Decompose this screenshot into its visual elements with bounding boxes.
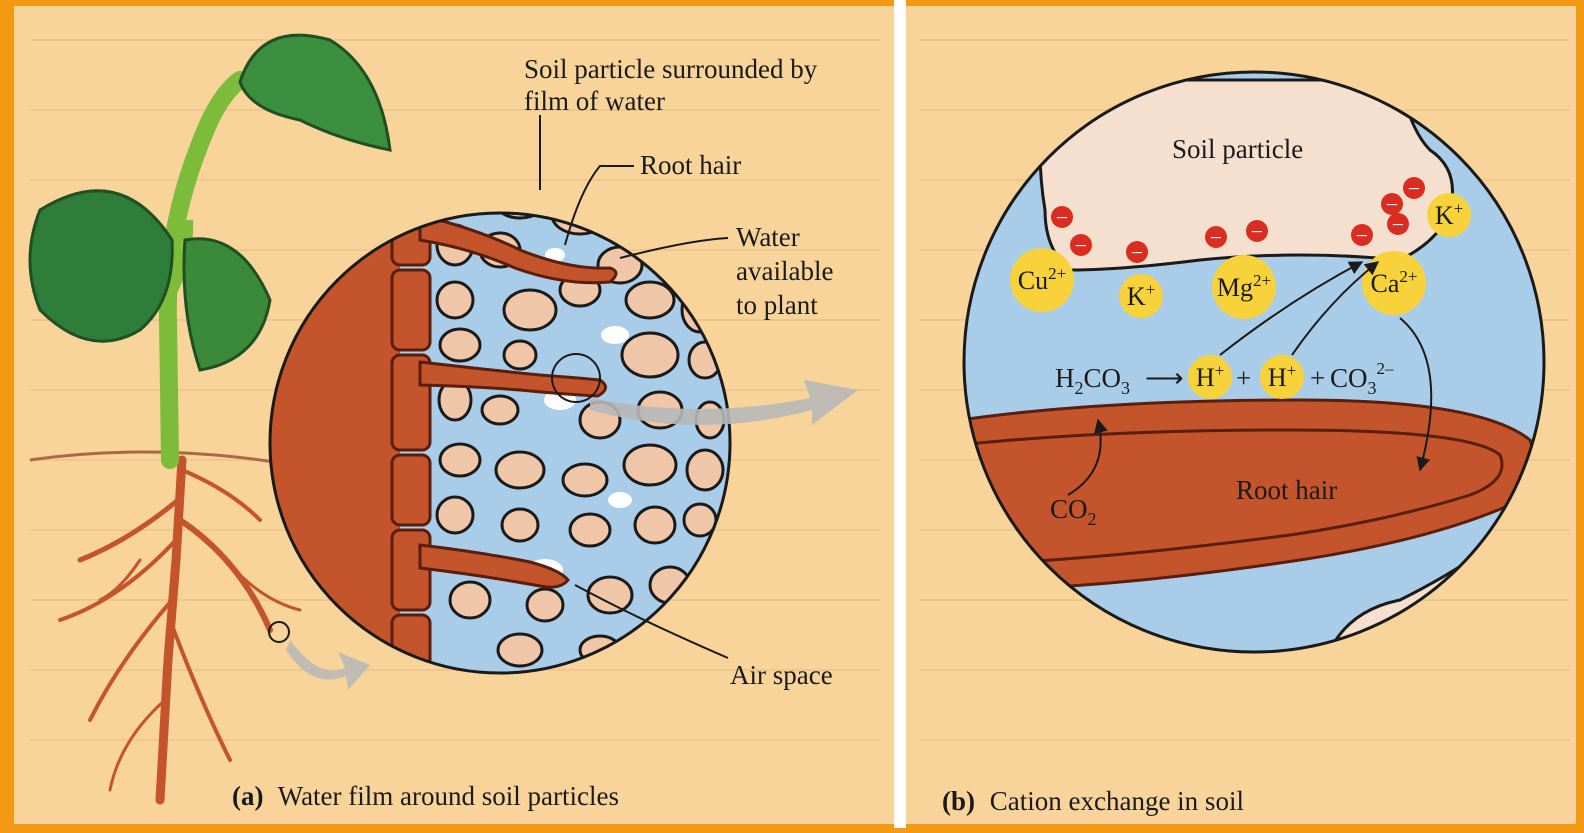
svg-text:−: − [1356,223,1368,248]
leaf-left [30,191,172,341]
label-water-line2: available [736,256,833,286]
caption-b-letter: (b) [942,786,975,816]
caption-a-text: Water film around soil particles [278,781,619,811]
equation-arrow: ⟶ [1145,363,1184,393]
cation-k-1: K+ [1119,274,1163,318]
label-root-hair-a: Root hair [640,150,741,180]
label-soil-particle-line1: Soil particle surrounded by [524,54,818,84]
label-air-space: Air space [730,660,833,690]
cation-k-2: K+ [1427,193,1471,237]
svg-text:−: − [1251,219,1263,244]
label-root-hair-b: Root hair [1236,475,1337,505]
equation-plus-1: + [1236,363,1251,393]
hydrogen-ion-2: H+ [1260,355,1304,399]
label-soil-particle-b: Soil particle [1172,134,1303,164]
svg-text:−: − [1056,205,1068,230]
caption-a: (a) Water film around soil particles [232,781,619,811]
cation-ca: Ca2+ [1362,251,1426,315]
equation-h2co3: H2CO3 [1055,363,1130,398]
caption-b-text: Cation exchange in soil [990,786,1244,816]
svg-text:−: − [1386,192,1398,217]
cation-mg: Mg2+ [1212,255,1276,319]
panel-divider [894,0,906,828]
hydrogen-ion-1: H+ [1188,355,1232,399]
svg-text:−: − [1408,176,1420,201]
svg-text:−: − [1131,240,1143,265]
cation-cu: Cu2+ [1010,248,1074,312]
label-water-line3: to plant [736,290,818,320]
svg-text:−: − [1075,233,1087,258]
caption-a-letter: (a) [232,781,263,811]
equation-plus-2: + [1310,363,1325,393]
label-soil-particle-line2: film of water [524,86,665,116]
svg-text:−: − [1210,225,1222,250]
label-water-line1: Water [736,222,800,252]
